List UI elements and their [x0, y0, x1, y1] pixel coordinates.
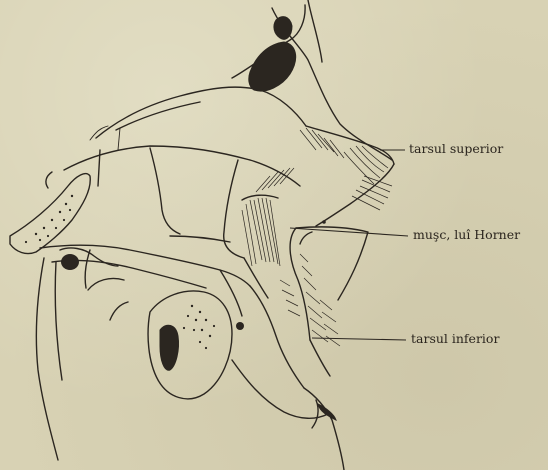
horner-muscle — [242, 168, 294, 266]
label-leader-lines — [290, 150, 408, 340]
orbital-roof — [64, 87, 306, 170]
cheek-contour — [85, 250, 344, 470]
frontal-process — [98, 148, 300, 258]
lacrimal-bone — [10, 172, 90, 460]
eyeball-and-lower-lid — [290, 227, 368, 376]
tarsus-inferior-label: tarsul inferior — [411, 333, 499, 346]
upper-eyelid — [300, 126, 394, 226]
tarsus-superior-label: tarsul superior — [409, 143, 503, 156]
zygomatic-bone — [148, 291, 244, 399]
frontal-sinus — [249, 17, 296, 91]
horner-muscle-label: muşc, luî Horner — [413, 229, 520, 242]
lower-eyelid-edge — [244, 258, 300, 316]
